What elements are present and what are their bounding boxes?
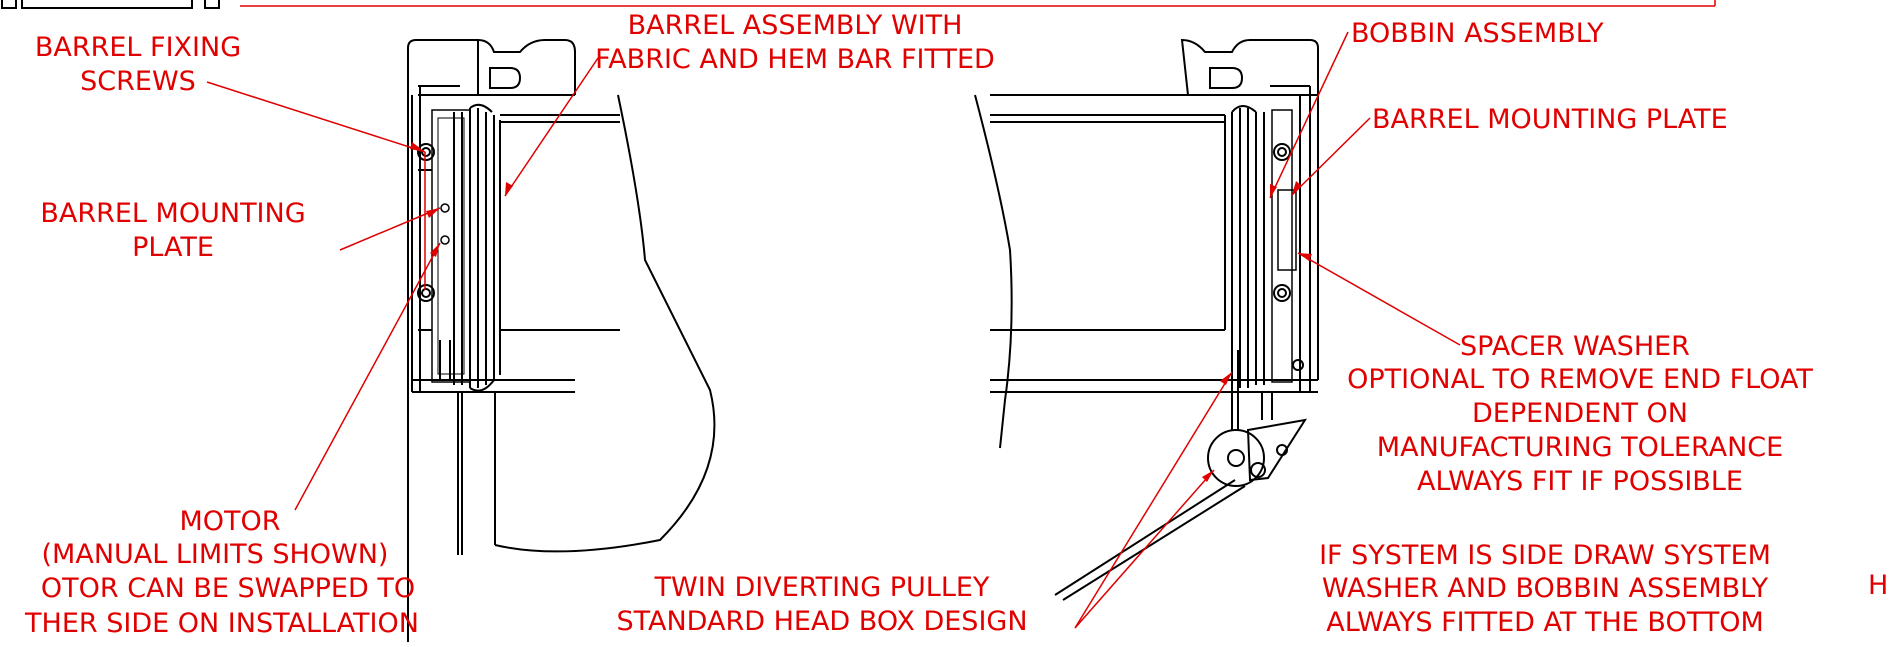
label-motor-4: THER SIDE ON INSTALLATION [24,608,419,639]
annotation-arrowheads [410,142,1312,482]
label-edge-fragment: H [1868,570,1888,601]
label-spacer-washer-3: DEPENDENT ON [1472,398,1688,429]
label-bobbin-assembly: BOBBIN ASSEMBLY [1351,18,1604,49]
label-twin-pulley-2: STANDARD HEAD BOX DESIGN [616,606,1027,637]
label-side-draw-2: WASHER AND BOBBIN ASSEMBLY [1322,573,1769,604]
label-side-draw-1: IF SYSTEM IS SIDE DRAW SYSTEM [1319,540,1771,571]
label-spacer-washer-4: MANUFACTURING TOLERANCE [1377,432,1783,463]
label-barrel-assembly-2: FABRIC AND HEM BAR FITTED [595,44,995,75]
label-barrel-mounting-plate-right: BARREL MOUNTING PLATE [1372,104,1728,135]
label-spacer-washer-1: SPACER WASHER [1460,331,1690,362]
label-motor-1: MOTOR [179,506,280,537]
right-end-view [974,38,1319,601]
label-barrel-fixing-screws-2: SCREWS [80,66,196,97]
label-side-draw-3: ALWAYS FITTED AT THE BOTTOM [1326,607,1764,638]
label-motor-3: OTOR CAN BE SWAPPED TO [41,573,415,604]
annotation-labels: BARREL FIXING SCREWS BARREL ASSEMBLY WIT… [24,10,1888,639]
label-barrel-fixing-screws-1: BARREL FIXING [35,32,241,63]
label-barrel-mounting-plate-left-1: BARREL MOUNTING [40,198,305,229]
label-twin-pulley-1: TWIN DIVERTING PULLEY [654,572,990,603]
left-end-view [407,39,716,645]
label-spacer-washer-5: ALWAYS FIT IF POSSIBLE [1417,466,1743,497]
annotation-leaders [206,31,1461,629]
top-border [1,0,1716,9]
label-barrel-mounting-plate-left-2: PLATE [132,232,214,263]
label-motor-2: (MANUAL LIMITS SHOWN) [42,539,389,570]
label-spacer-washer-2: OPTIONAL TO REMOVE END FLOAT [1347,364,1813,395]
label-barrel-assembly-1: BARREL ASSEMBLY WITH [628,10,963,41]
